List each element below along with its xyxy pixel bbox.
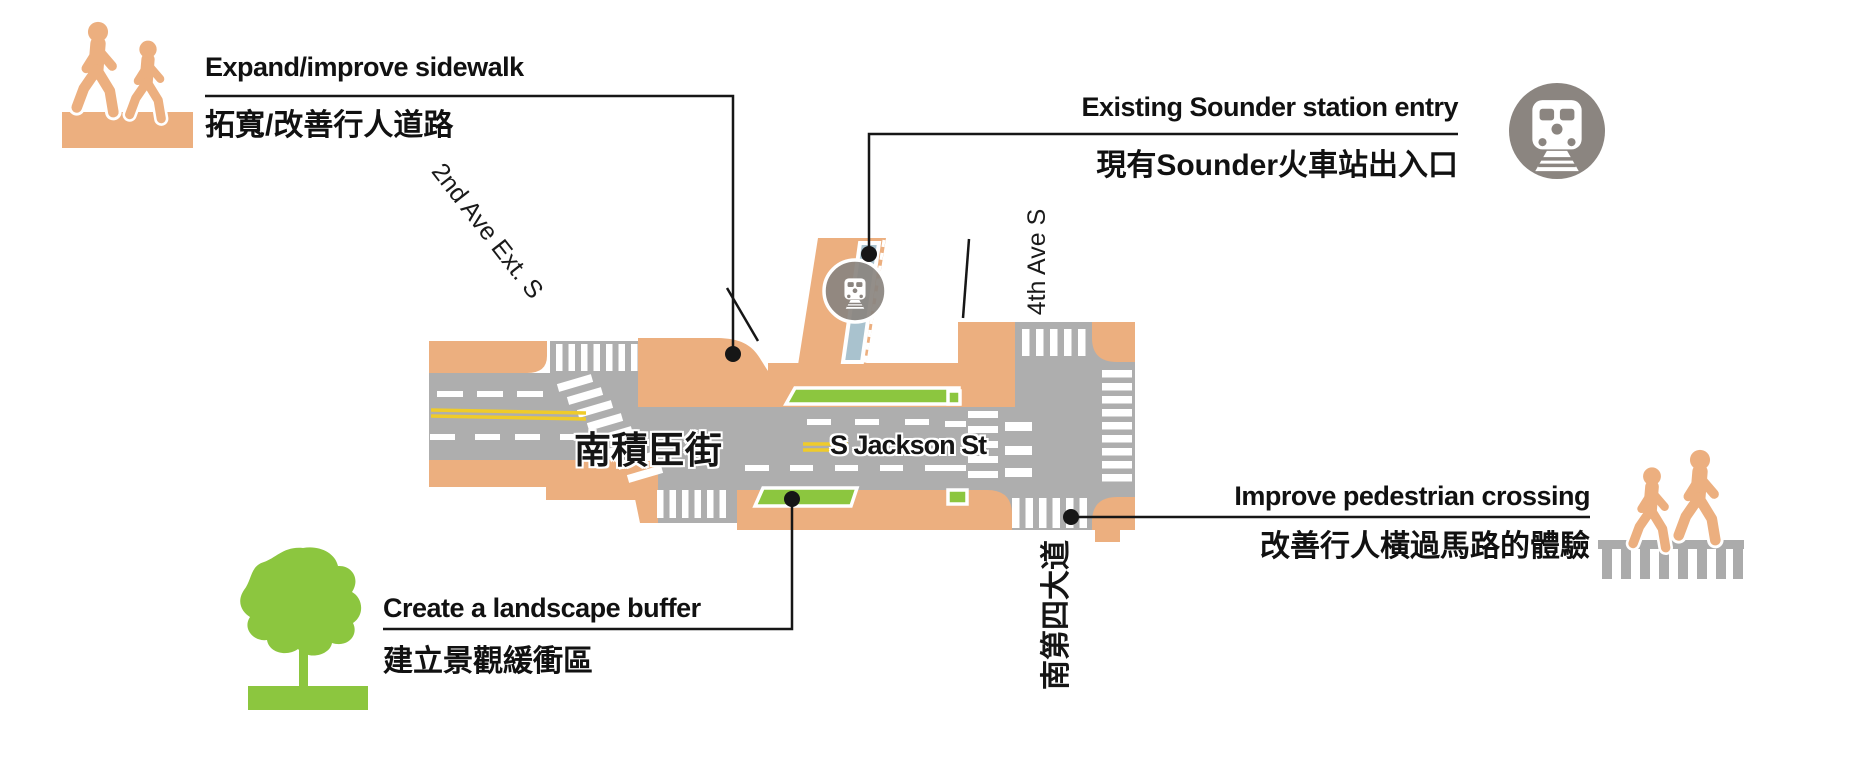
legend-landscape-subtitle: 建立景觀緩衝區 (383, 645, 593, 678)
train-icon (1509, 83, 1605, 179)
station-map-badge (822, 258, 888, 324)
pedestrian-crossing-icon (1598, 446, 1744, 579)
street-label-4th-ave-zh: 南第四大道 (1040, 540, 1073, 690)
street-label-jackson-en: S Jackson St (830, 430, 987, 460)
legend-station-title: Existing Sounder station entry (1081, 92, 1458, 122)
legend-crossing-title: Improve pedestrian crossing (1234, 481, 1590, 511)
diagonal-crosswalk (556, 374, 664, 483)
legend-sidewalk-subtitle: 拓寬/改善行人道路 (205, 109, 454, 142)
callout-dot-crossing (1063, 509, 1079, 525)
leader-landscape (383, 506, 794, 631)
callout-dot-sidewalk (725, 346, 741, 362)
legend-landscape-title: Create a landscape buffer (383, 593, 701, 623)
station-entry (822, 239, 888, 364)
leader-station (867, 132, 1458, 247)
callout-dot-landscape (784, 491, 800, 507)
street-label-jackson-zh: 南積臣街 (574, 431, 722, 472)
callout-lines (205, 94, 1590, 631)
leader-sidewalk-tick (725, 287, 760, 342)
tree-icon (240, 547, 368, 710)
legend-sidewalk-title: Expand/improve sidewalk (205, 52, 524, 82)
yellow-center-lines (430, 408, 848, 452)
legend-station-subtitle: 現有Sounder火車站出入口 (1096, 149, 1458, 182)
legend-crossing-subtitle: 改善行人橫過馬路的體驗 (1260, 530, 1590, 563)
leader-sidewalk (205, 94, 735, 347)
callout-dots (725, 246, 1079, 525)
pedestrians-sidewalk-icon (62, 18, 193, 148)
landscape-buffers (752, 386, 969, 508)
leader-station-tick (961, 238, 971, 319)
callout-dot-station (861, 246, 877, 262)
lane-markings (430, 329, 1132, 528)
street-label-4th-ave: 4th Ave S (1023, 208, 1051, 316)
